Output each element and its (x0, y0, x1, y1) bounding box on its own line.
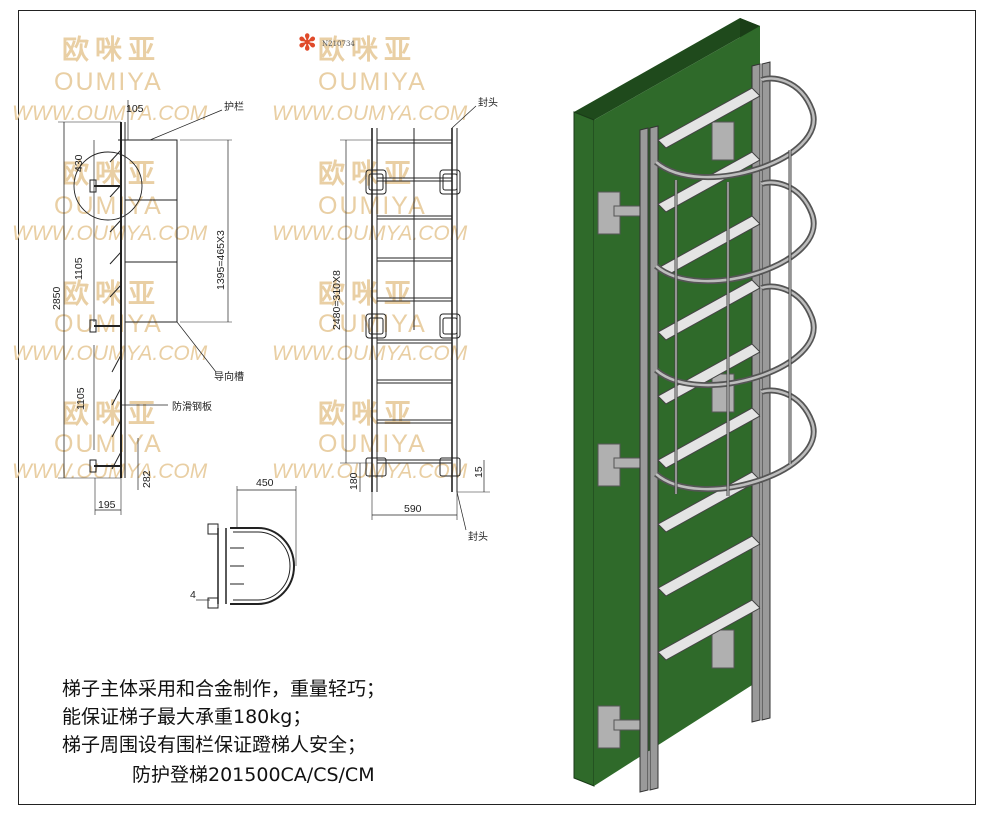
description-line-1: 梯子主体采用和合金制作，重量轻巧； (62, 678, 386, 700)
label-bottom-cap: 封头 (468, 530, 488, 543)
dim-bottom: 282 (141, 470, 153, 488)
label-guard: 护栏 (224, 100, 244, 113)
dim-mid: 1105 (73, 257, 85, 280)
dim-top: 105 (126, 103, 144, 115)
model-number: 防护登梯201500CA/CS/CM (132, 764, 375, 786)
description-line-2: 能保证梯子最大承重180kg； (62, 706, 312, 728)
label-guide: 导向槽 (214, 370, 244, 383)
dim-upper: 430 (73, 154, 85, 172)
dim-bottom-gap: 15 (473, 466, 485, 478)
ladder-render (573, 18, 817, 793)
description-line-3: 梯子周围设有围栏保证蹬梯人安全； (62, 734, 367, 756)
dim-total: 2850 (51, 286, 63, 310)
dim-rungs: 2480=310X8 (331, 270, 343, 330)
dim-plan-offset: 4 (190, 589, 196, 601)
label-plate: 防滑钢板 (172, 400, 212, 413)
image-frame (18, 10, 976, 805)
dim-lower: 1105 (75, 387, 87, 410)
plan-view (196, 486, 297, 609)
dim-base: 195 (98, 499, 116, 511)
dim-width: 590 (404, 503, 422, 515)
side-view (58, 100, 232, 515)
front-view (340, 105, 490, 531)
dim-cage: 1395=465X3 (215, 230, 227, 290)
label-top-cap: 封头 (478, 96, 498, 109)
dim-plan-width: 450 (256, 477, 274, 489)
dim-top-gap: 180 (348, 472, 360, 490)
